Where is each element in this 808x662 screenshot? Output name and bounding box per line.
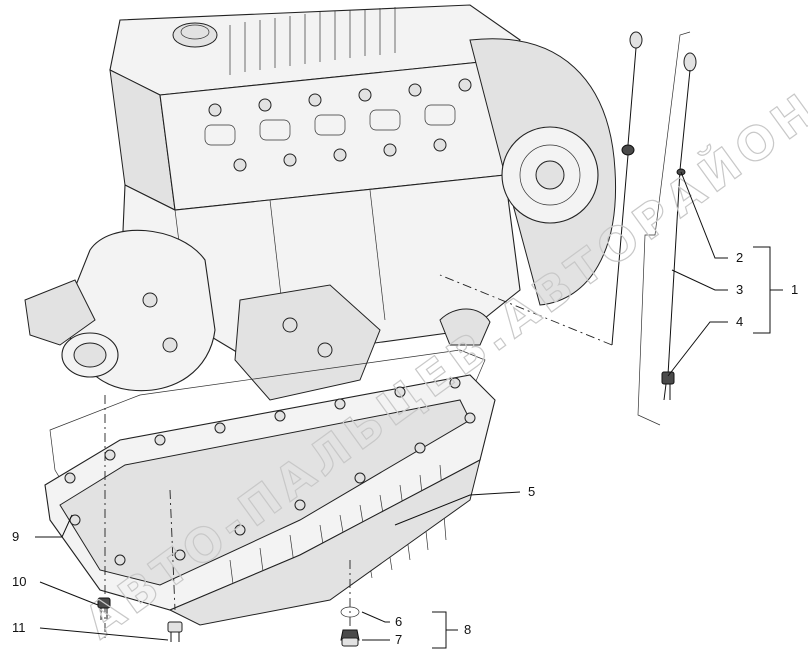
callout-5: 5 <box>528 484 535 499</box>
bolt-10 <box>97 597 111 620</box>
drain-plug-washer <box>340 606 360 618</box>
exploded-view-line <box>169 489 176 611</box>
callout-2: 2 <box>736 250 743 265</box>
engine-block <box>24 4 617 401</box>
callout-4: 4 <box>736 314 743 329</box>
oil-dipstick <box>661 52 697 401</box>
callout-9: 9 <box>12 529 19 544</box>
callout-8: 8 <box>464 622 471 637</box>
exploded-view-bracket <box>637 31 691 426</box>
callout-11: 11 <box>12 620 26 635</box>
callout-10: 10 <box>12 574 26 589</box>
callout-6: 6 <box>395 614 402 629</box>
bolt-11 <box>167 621 183 642</box>
callout-3: 3 <box>736 282 743 297</box>
callout-1: 1 <box>791 282 798 297</box>
leader-lines <box>35 171 783 649</box>
drain-plug <box>340 629 360 647</box>
dipstick-guide-tube <box>611 31 643 346</box>
callout-7: 7 <box>395 632 402 647</box>
exploded-view-line <box>439 274 613 346</box>
oil-pan <box>44 374 496 626</box>
